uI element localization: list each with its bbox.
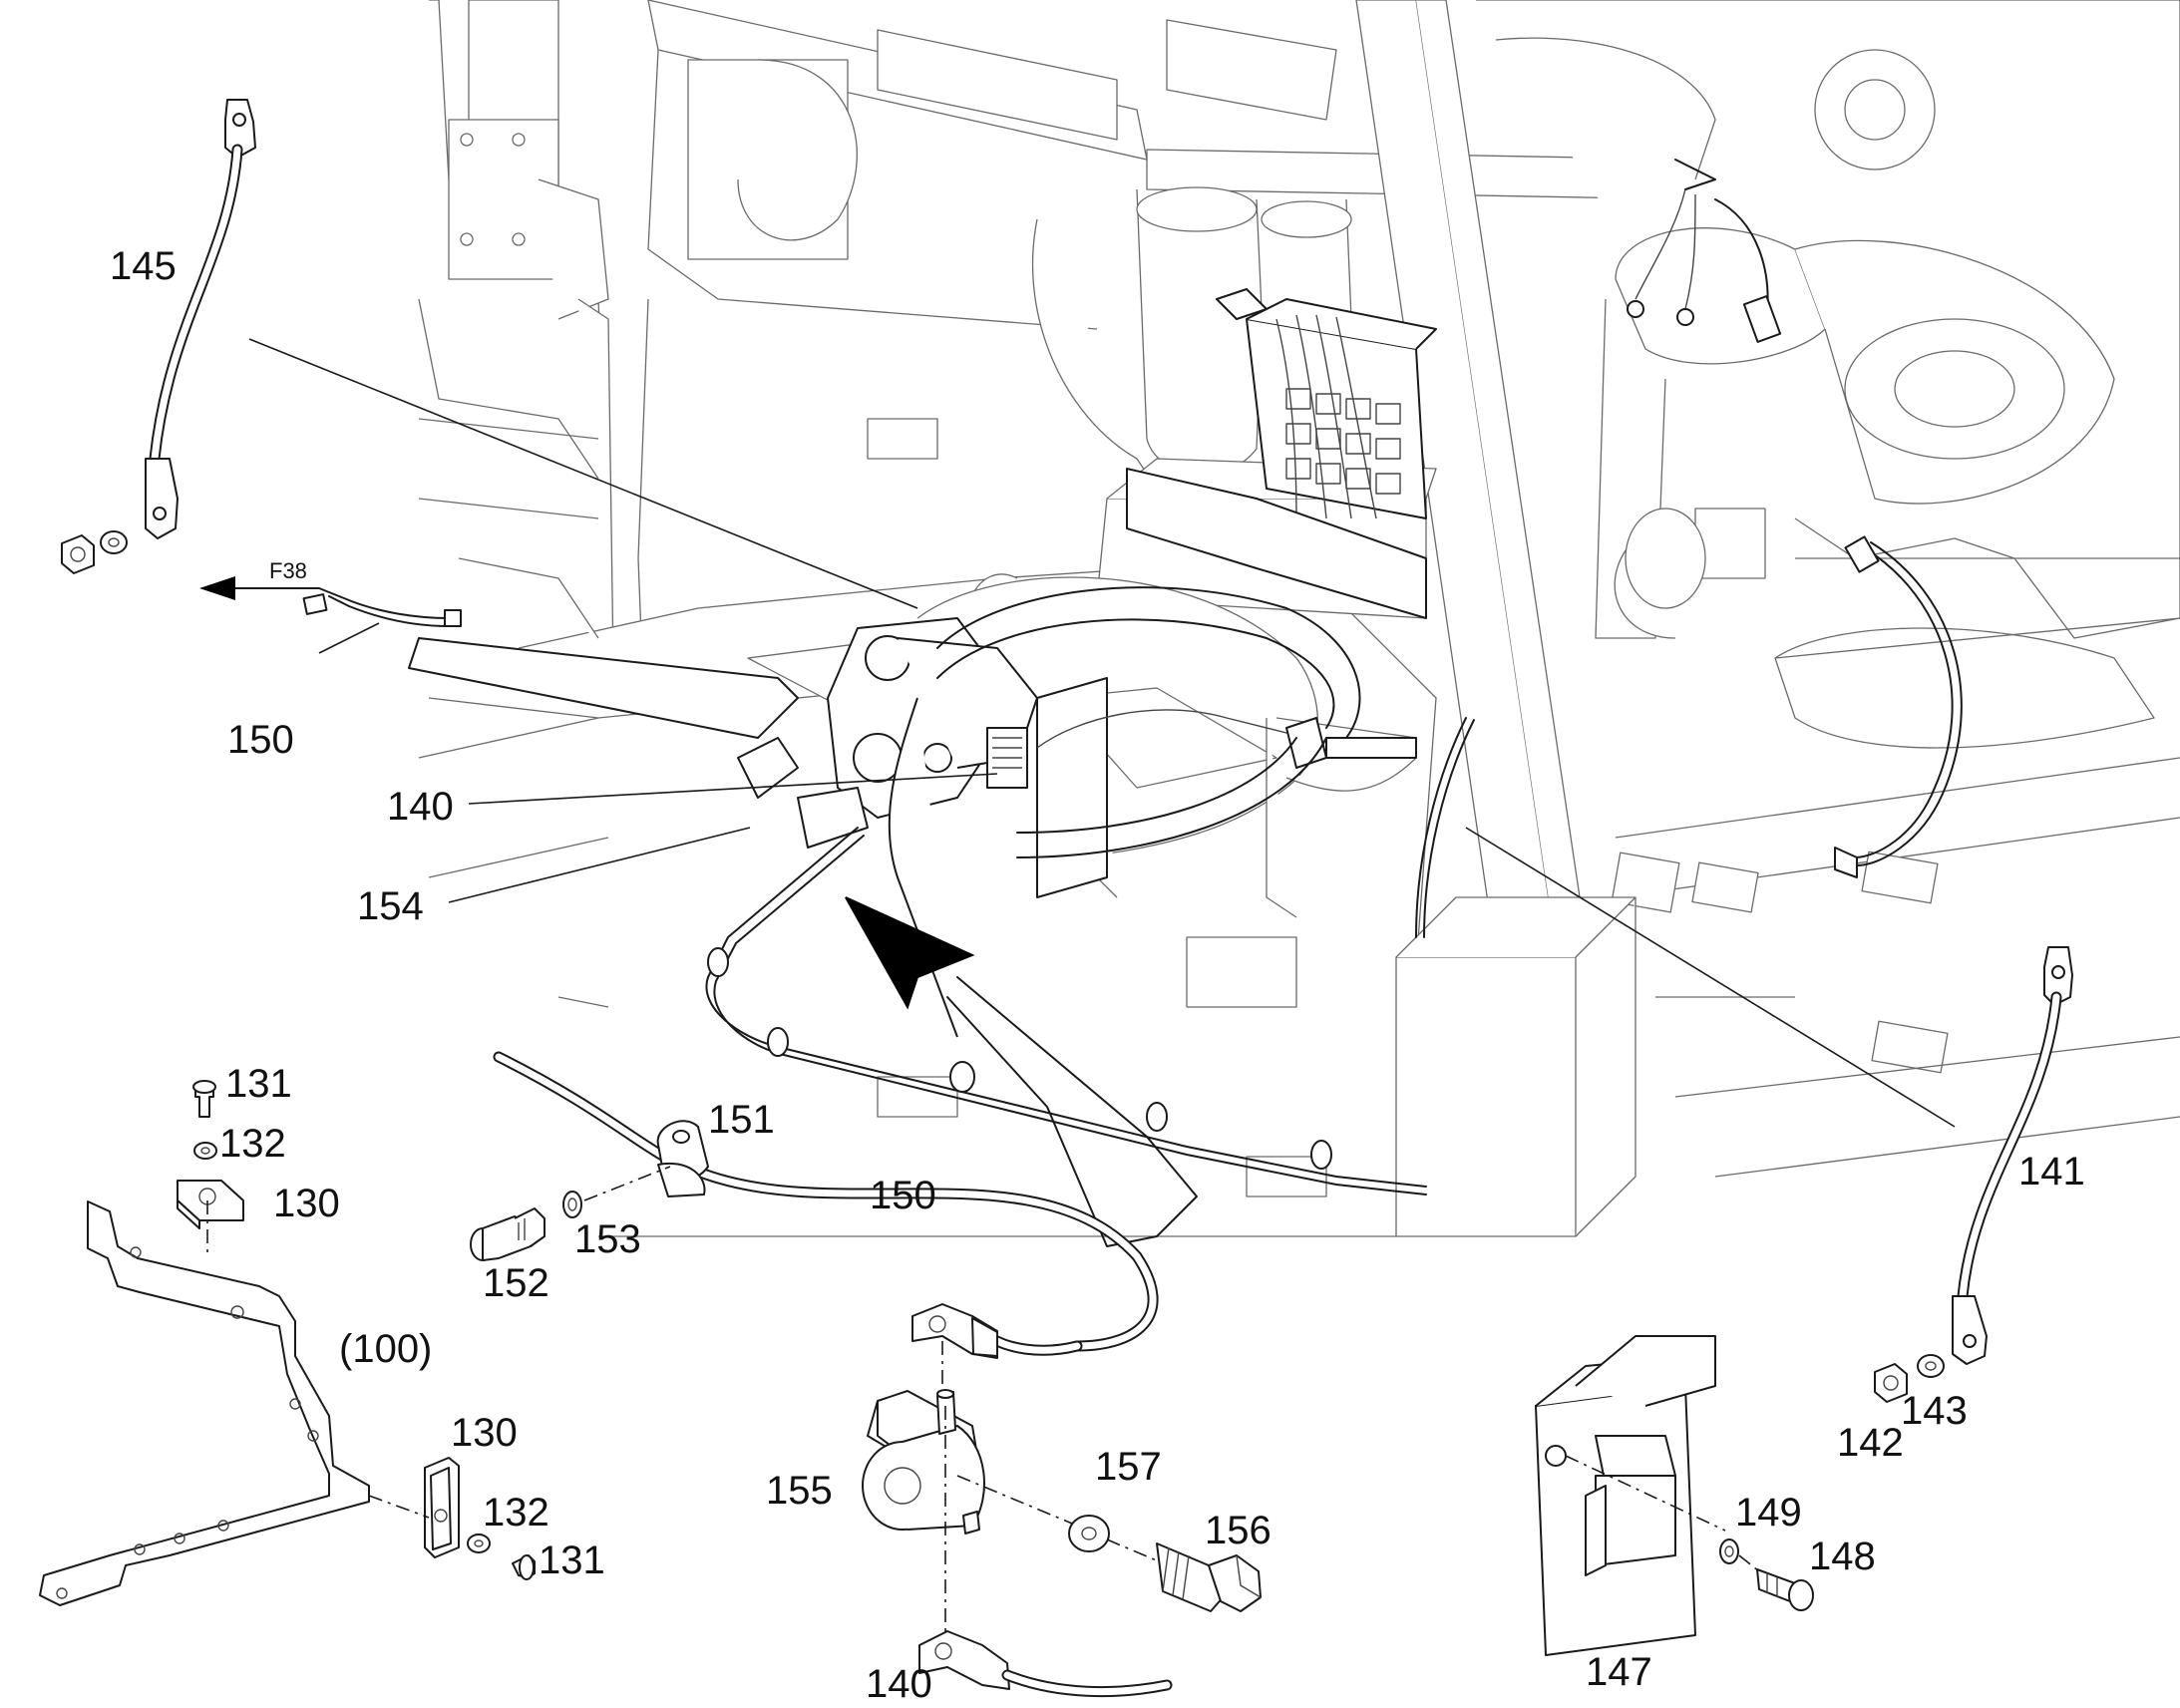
cable-140-lower xyxy=(918,1630,1173,1698)
callout-145: 145 xyxy=(110,244,177,288)
callout-152: 152 xyxy=(483,1261,549,1305)
callout-142: 142 xyxy=(1837,1421,1904,1465)
callout-150-top: 150 xyxy=(227,718,294,762)
screw-152 xyxy=(470,1207,545,1261)
callout-100: (100) xyxy=(339,1327,432,1371)
callout-130-top: 130 xyxy=(273,1182,340,1225)
callout-131-bottom: 131 xyxy=(539,1538,605,1582)
callout-140-top: 140 xyxy=(387,785,454,829)
view-arrow xyxy=(845,896,1198,1247)
callout-132-bottom: 132 xyxy=(483,1491,549,1535)
callout-150-mid: 150 xyxy=(870,1174,936,1217)
screw-148 xyxy=(1738,1554,1814,1611)
f38-reference-arrow: F38 xyxy=(199,558,462,627)
mounting-bracket-100 xyxy=(39,1080,536,1606)
relay-bracket-147 xyxy=(1535,1335,1726,1656)
machine-frame-background xyxy=(418,0,2180,1237)
callout-140-bottom: 140 xyxy=(866,1662,932,1706)
callout-143: 143 xyxy=(1901,1389,1968,1433)
callout-130-bottom: 130 xyxy=(451,1411,518,1455)
callout-141: 141 xyxy=(2018,1150,2085,1194)
upper-harness xyxy=(1627,159,1782,343)
f38-label: F38 xyxy=(269,558,307,583)
bolt-156 xyxy=(1106,1538,1262,1612)
leader-lines xyxy=(248,338,1956,1128)
callout-132-top: 132 xyxy=(219,1122,286,1166)
washer-153 xyxy=(562,1191,582,1218)
callout-147: 147 xyxy=(1586,1650,1652,1694)
callout-153: 153 xyxy=(574,1217,641,1261)
ground-strap-141 xyxy=(1874,946,2073,1403)
callout-156: 156 xyxy=(1205,1509,1272,1552)
callout-148: 148 xyxy=(1809,1535,1876,1578)
washer-149 xyxy=(1719,1538,1739,1564)
callout-labels: 145 150 140 154 131 132 130 (100) 130 13… xyxy=(110,244,2085,1706)
callout-157: 157 xyxy=(1095,1445,1162,1489)
ground-strap-145 xyxy=(61,99,256,574)
hydraulic-hose xyxy=(936,586,1361,858)
callout-151: 151 xyxy=(708,1098,775,1142)
callout-149: 149 xyxy=(1735,1491,1802,1535)
callout-154: 154 xyxy=(357,884,424,928)
main-cable-150 xyxy=(470,1051,1159,1396)
callout-155: 155 xyxy=(766,1469,833,1513)
right-ground-cable-installed xyxy=(1834,535,1963,878)
washer-157 xyxy=(1068,1515,1110,1552)
relay-155 xyxy=(862,1389,1078,1635)
center-cable-installed xyxy=(1415,717,1475,938)
relay-box-assembly xyxy=(1126,288,1437,619)
callout-131-top: 131 xyxy=(225,1062,292,1106)
